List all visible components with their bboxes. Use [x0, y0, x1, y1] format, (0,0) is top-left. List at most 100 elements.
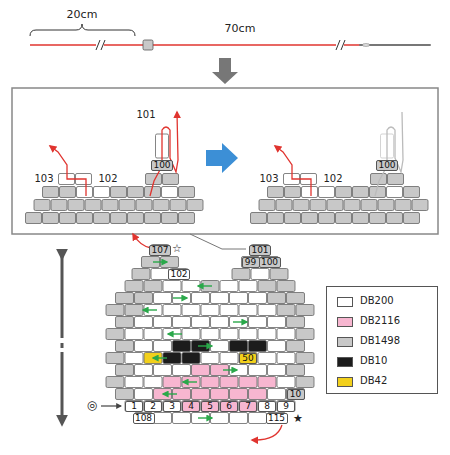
break-mark: [96, 40, 100, 50]
direction-arrow: [173, 297, 187, 298]
thread: [344, 44, 372, 46]
bead-number: 100: [261, 257, 278, 267]
bead: [258, 281, 276, 292]
bead: [106, 377, 124, 388]
bead: [302, 213, 318, 224]
bead-number: 6: [226, 401, 232, 411]
numbered-bead: 50: [239, 353, 257, 364]
bead: [192, 317, 210, 328]
bead: [60, 213, 76, 224]
bead: [268, 317, 286, 328]
thread-path: [50, 146, 86, 196]
bead: [387, 187, 403, 198]
bead: [60, 187, 76, 198]
bead: [116, 389, 134, 400]
bead: [232, 269, 250, 280]
leader-line: [190, 234, 246, 249]
bead: [239, 305, 257, 316]
legend-swatch: [337, 297, 353, 307]
bead: [94, 187, 110, 198]
bead: [116, 317, 134, 328]
beads: [26, 134, 429, 424]
bead: [211, 293, 229, 304]
bead: [293, 200, 309, 211]
bead: [135, 317, 153, 328]
bead: [26, 213, 42, 224]
bead: [230, 293, 248, 304]
callout-number: 101: [136, 109, 155, 121]
thread-path: [275, 146, 311, 196]
bead: [154, 365, 172, 376]
bead: [163, 401, 181, 412]
bead: [287, 293, 305, 304]
legend-entry: DB200: [327, 295, 437, 309]
bead: [310, 200, 326, 211]
bead: [319, 187, 335, 198]
bead: [144, 281, 162, 292]
legend-entry: DB2116: [327, 315, 437, 329]
bead-number: 5: [207, 401, 213, 411]
bead: [162, 213, 178, 224]
bead: [153, 200, 169, 211]
bead: [102, 200, 118, 211]
bead: [116, 365, 134, 376]
direction-arrow: [61, 352, 64, 422]
direction-arrow: [143, 309, 157, 310]
bead-number: 101: [251, 245, 268, 255]
bead: [116, 293, 134, 304]
break-mark: [336, 40, 340, 50]
bead: [285, 213, 301, 224]
dimension: 20cm: [67, 8, 98, 21]
bead: [211, 413, 229, 424]
bead: [144, 305, 162, 316]
bead: [201, 401, 219, 412]
bead: [125, 281, 143, 292]
bead: [249, 293, 267, 304]
legend-box: DB200DB2116DB1498DB10DB42: [326, 286, 438, 394]
bead-number: 4: [188, 401, 194, 411]
numbered-bead: 107: [149, 245, 171, 256]
bead: [259, 200, 275, 211]
legend-text: DB1498: [360, 335, 400, 347]
bead: [404, 213, 420, 224]
bead: [163, 377, 181, 388]
bead: [239, 401, 257, 412]
bead-number: 8: [264, 401, 270, 411]
bead: [145, 213, 161, 224]
bead: [302, 187, 318, 198]
bead: [258, 401, 276, 412]
bead: [144, 377, 162, 388]
bead: [220, 377, 238, 388]
bead: [211, 389, 229, 400]
bead: [251, 245, 269, 256]
bead: [395, 200, 411, 211]
bead: [85, 200, 101, 211]
numbered-bead: 8: [258, 401, 276, 412]
legend-swatch: [337, 377, 353, 387]
thread: [30, 44, 96, 46]
bead: [201, 305, 219, 316]
numbered-bead: 99: [242, 257, 260, 268]
bead: [173, 341, 191, 352]
bead: [163, 174, 179, 185]
bead: [268, 389, 286, 400]
bead: [125, 353, 143, 364]
numbered-bead: 101: [249, 245, 271, 256]
bead: [370, 213, 386, 224]
bead: [132, 269, 150, 280]
numbered-bead: 2: [144, 401, 162, 412]
bead-number: 2: [150, 401, 156, 411]
bead: [261, 257, 279, 268]
bead-number: 10: [290, 389, 301, 399]
needle: [360, 44, 430, 46]
numbered-bead: 3: [163, 401, 181, 412]
bead: [277, 353, 295, 364]
bead: [249, 317, 267, 328]
bead: [170, 269, 188, 280]
direction-arrow: [183, 381, 197, 382]
bead-number: 9: [283, 401, 289, 411]
bead: [285, 187, 301, 198]
direction-arrow: [198, 417, 212, 418]
numbered-bead: 9: [277, 401, 295, 412]
